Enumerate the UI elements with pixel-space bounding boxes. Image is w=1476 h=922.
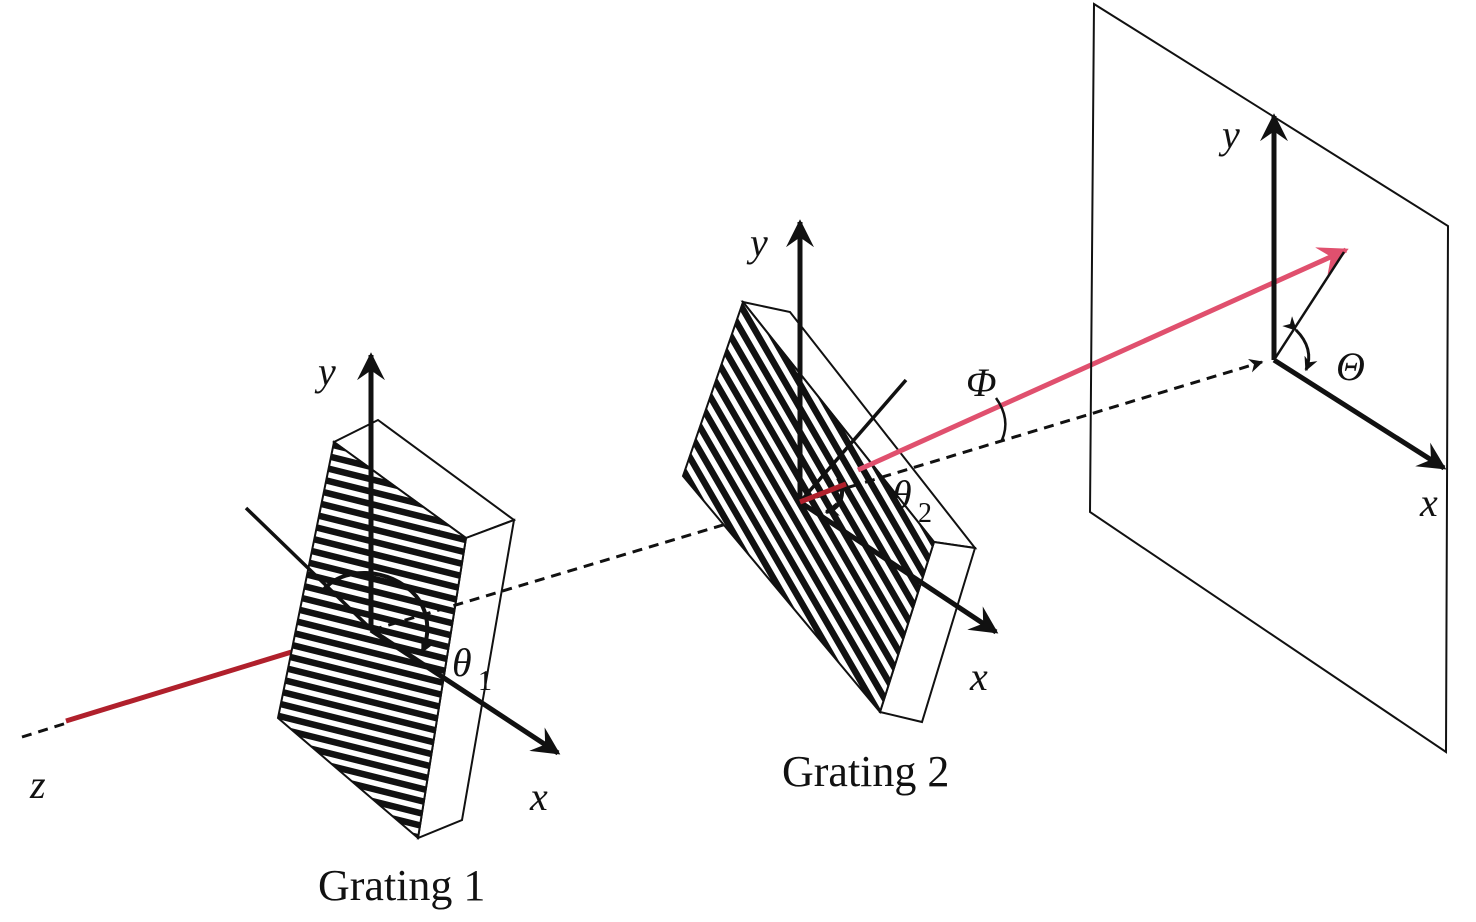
grating-1-y-label: y bbox=[314, 349, 336, 394]
theta2-rotation-arc bbox=[824, 477, 844, 516]
theta2-subscript: 2 bbox=[918, 498, 932, 529]
grating-1 bbox=[276, 418, 517, 840]
optical-axis-segment-2 bbox=[799, 358, 1264, 504]
screen-x-axis bbox=[1272, 357, 1447, 471]
phi-label: Φ bbox=[966, 360, 996, 405]
diffracted-beam bbox=[856, 247, 1349, 473]
theta1-label: θ bbox=[452, 640, 472, 685]
grating-2-y-label: y bbox=[746, 220, 768, 265]
diffracted-beam-inner bbox=[799, 481, 847, 505]
screen-y-label: y bbox=[1218, 112, 1240, 157]
observation-screen bbox=[1088, 2, 1450, 754]
theta1-rotation-arc bbox=[320, 571, 434, 654]
grating-2-title: Grating 2 bbox=[782, 747, 949, 796]
big-theta-arc bbox=[1282, 316, 1318, 372]
grating-1-x-label: x bbox=[529, 774, 548, 819]
big-theta-label: Θ bbox=[1336, 344, 1365, 389]
grating-1-title: Grating 1 bbox=[318, 861, 485, 910]
grating-1-x-axis bbox=[369, 627, 561, 756]
z-axis-label: z bbox=[29, 762, 46, 807]
grating-2-normal-line bbox=[798, 378, 908, 504]
screen-x-label: x bbox=[1419, 480, 1438, 525]
theta1-subscript: 1 bbox=[478, 666, 492, 697]
optical-axis-segment-1 bbox=[371, 500, 801, 632]
z-axis-dashed bbox=[21, 720, 71, 739]
grating-1-front-face bbox=[276, 440, 468, 840]
grating-2-x-label: x bbox=[969, 654, 988, 699]
grating-2-x-axis bbox=[798, 499, 999, 635]
phi-angle-arc bbox=[994, 397, 1007, 441]
theta2-label: θ bbox=[892, 472, 912, 517]
grating-1-normal-line bbox=[244, 506, 374, 632]
